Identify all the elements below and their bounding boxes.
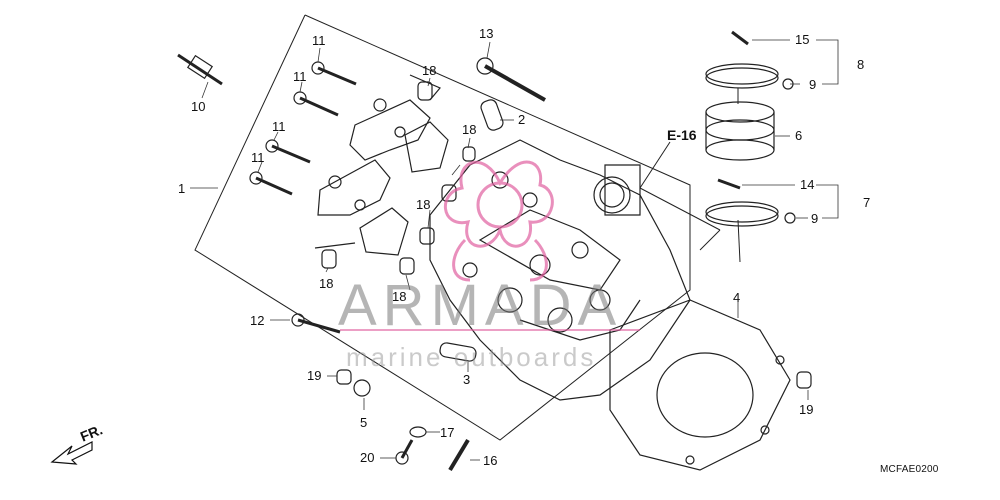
watermark-logo bbox=[444, 160, 554, 282]
part-label-18-a: 18 bbox=[422, 63, 437, 78]
part-label-14: 14 bbox=[800, 177, 815, 192]
part-label-15: 15 bbox=[795, 32, 810, 47]
camshaft-holder-upper bbox=[349, 98, 431, 161]
stud-16 bbox=[448, 438, 470, 472]
part-label-2: 2 bbox=[518, 112, 526, 127]
part-label-9-upper: 9 bbox=[809, 77, 817, 92]
bolt-13 bbox=[476, 57, 546, 102]
bolt-20 bbox=[395, 439, 414, 465]
part-label-4: 4 bbox=[733, 290, 741, 305]
nut-9-lower bbox=[784, 212, 796, 224]
part-label-16: 16 bbox=[483, 453, 498, 468]
reference-e16: E-16 bbox=[667, 127, 697, 143]
washer-17 bbox=[409, 426, 427, 438]
part-label-5: 5 bbox=[360, 415, 368, 430]
front-arrow-icon bbox=[50, 441, 93, 465]
part-label-3: 3 bbox=[463, 372, 471, 387]
clamp-lower-7 bbox=[705, 201, 779, 227]
head-gasket bbox=[609, 299, 791, 471]
part-label-20: 20 bbox=[360, 450, 375, 465]
part-label-18-b: 18 bbox=[462, 122, 477, 137]
part-label-18-c: 18 bbox=[416, 197, 431, 212]
diagram-code: MCFAE0200 bbox=[880, 464, 939, 475]
dowel-19-left bbox=[336, 369, 352, 385]
dowels-18 bbox=[321, 81, 476, 275]
camshaft-holder-lower bbox=[317, 159, 391, 216]
insulator-6 bbox=[705, 101, 775, 161]
bolt-12 bbox=[291, 313, 341, 334]
part-label-18-e: 18 bbox=[392, 289, 407, 304]
part-label-8: 8 bbox=[857, 57, 865, 72]
part-label-19-right: 19 bbox=[799, 402, 814, 417]
clamp-upper-8 bbox=[705, 63, 779, 89]
part-label-12: 12 bbox=[250, 313, 265, 328]
part-label-11-c: 11 bbox=[272, 119, 286, 134]
part-label-11-d: 11 bbox=[251, 150, 265, 165]
part-label-6: 6 bbox=[795, 128, 803, 143]
bolts-11 bbox=[249, 61, 357, 196]
watermark-tagline: marine outboards bbox=[346, 342, 597, 372]
part-label-11-a: 11 bbox=[312, 33, 326, 48]
dowel-19-right bbox=[796, 371, 812, 389]
part-label-1: 1 bbox=[178, 181, 186, 196]
part-label-7: 7 bbox=[863, 195, 871, 210]
part-label-9-lower: 9 bbox=[811, 211, 819, 226]
intake-port bbox=[604, 164, 641, 216]
watermark-brand: ARMADA bbox=[338, 273, 623, 338]
dowel-3 bbox=[439, 342, 477, 362]
nut-5 bbox=[353, 379, 371, 397]
part-label-10: 10 bbox=[191, 99, 206, 114]
screw-14 bbox=[717, 178, 741, 190]
part-label-18-d: 18 bbox=[319, 276, 334, 291]
cap-pieces bbox=[314, 74, 449, 256]
part-label-13: 13 bbox=[479, 26, 494, 41]
spark-plug bbox=[177, 53, 223, 86]
assembly-boundary bbox=[194, 14, 691, 441]
screw-15 bbox=[731, 30, 749, 46]
dowel-2 bbox=[480, 99, 504, 131]
part-label-19-left: 19 bbox=[307, 368, 322, 383]
part-label-17: 17 bbox=[440, 425, 455, 440]
part-label-11-b: 11 bbox=[293, 69, 307, 84]
